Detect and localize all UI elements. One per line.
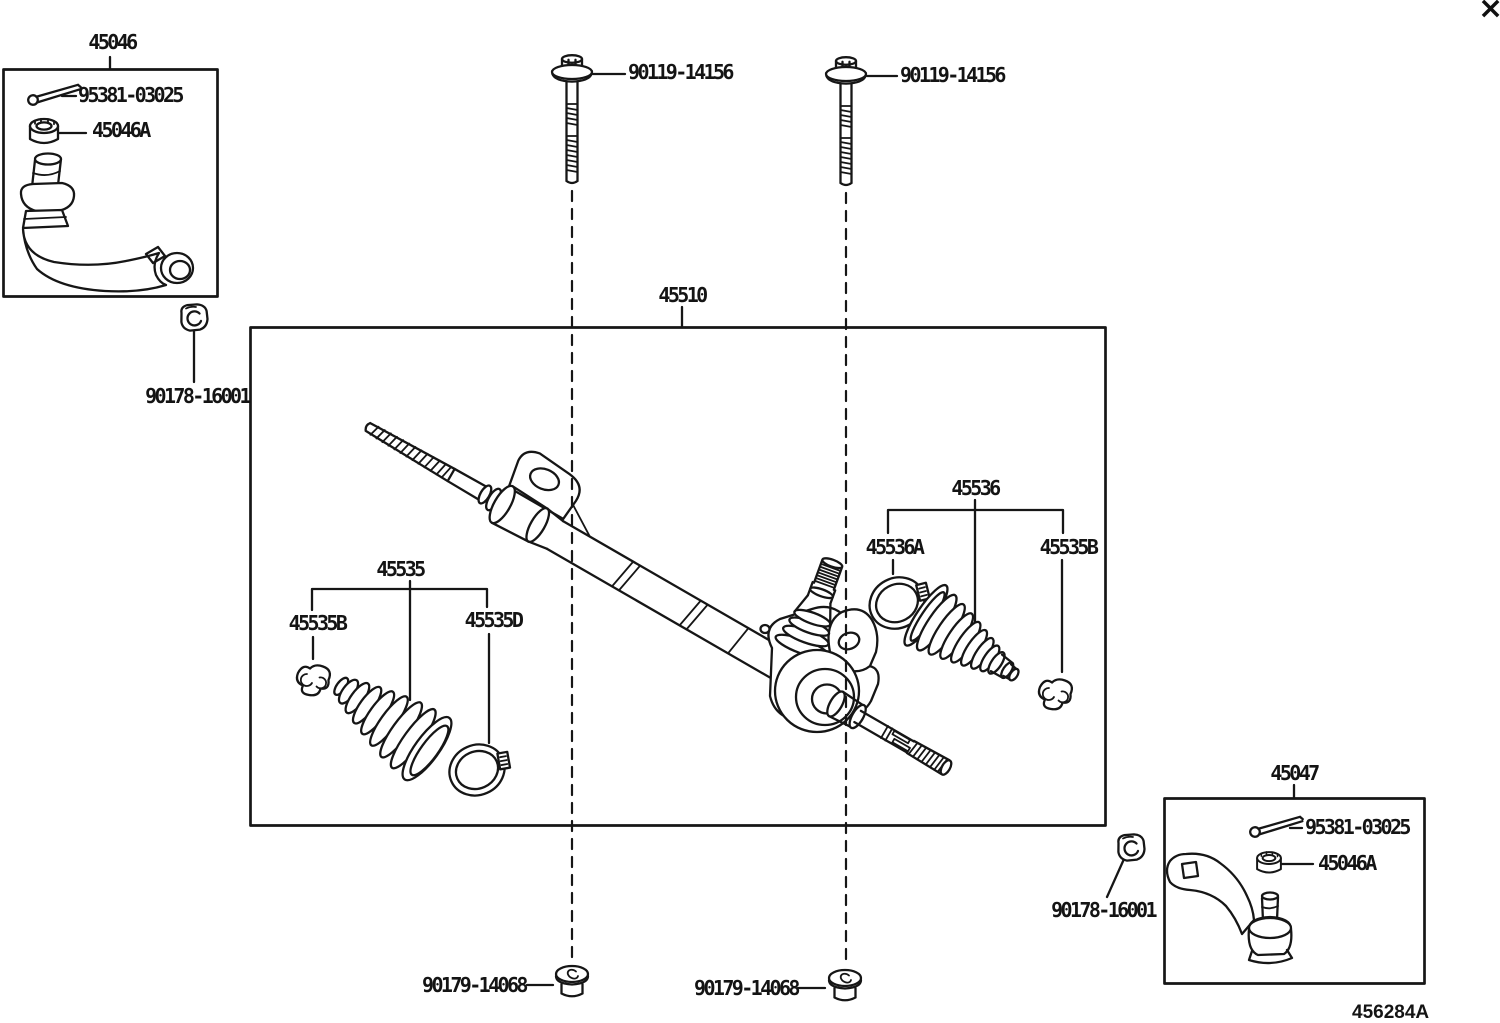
- bolt-centerlines: [570, 189, 848, 966]
- label-boot-clip-left: 45535D: [464, 608, 524, 632]
- rack-end-nut-left-drawing: [180, 303, 209, 332]
- label-boot-left: 45535: [376, 557, 426, 581]
- boot-clip-right-drawing: [1037, 678, 1074, 711]
- kit-boxes: [2, 68, 1426, 985]
- inner-tie-rod-drawing: [826, 690, 953, 776]
- label-kit-right: 45047: [1270, 761, 1320, 785]
- pinion-shaft-drawing: [774, 557, 844, 660]
- label-boot-clamp-right: 45536A: [865, 535, 925, 559]
- rack-end-nut-right-drawing: [1117, 833, 1146, 862]
- label-boot-clip-right: 45535B: [1039, 535, 1099, 559]
- label-castle-nut-left: 45046A: [92, 118, 151, 142]
- tie-rod-end-left-drawing: [19, 152, 195, 293]
- label-steering-gear: 45510: [658, 283, 708, 307]
- label-kit-left: 45046: [88, 30, 138, 54]
- castle-nut-left-drawing: [28, 117, 60, 145]
- steering-gear-box: [249, 326, 1107, 827]
- boot-clip-left-drawing: [440, 731, 521, 806]
- boot-left-drawing: [333, 676, 453, 782]
- flange-nut-right-drawing: [827, 968, 863, 1002]
- label-boot-right: 45536: [951, 476, 1001, 500]
- label-flange-nut-right: 90179-14068: [694, 976, 800, 1000]
- leader-lines: [56, 55, 1315, 990]
- boot-clamp-left-drawing: [295, 664, 332, 697]
- label-bolt-right: 90119-14156: [900, 63, 1006, 87]
- steering-rack-drawing: [364, 421, 953, 776]
- flange-nut-left-drawing: [554, 964, 590, 998]
- diagram-code: 456284A: [1352, 1002, 1430, 1023]
- castle-nut-right-drawing: [1256, 850, 1282, 874]
- mount-bolt-left-drawing: [550, 54, 594, 185]
- mount-bolt-right-drawing: [824, 56, 868, 187]
- label-boot-clamp-left: 45535B: [288, 611, 348, 635]
- label-cotter-pin-right: 95381-03025: [1305, 815, 1411, 839]
- label-castle-nut-right: 45046A: [1318, 851, 1377, 875]
- label-rack-nut-right: 90178-16001: [1051, 898, 1157, 922]
- label-rack-nut-left: 90178-16001: [145, 384, 251, 408]
- label-bolt-left: 90119-14156: [628, 60, 734, 84]
- label-flange-nut-left: 90179-14068: [422, 973, 528, 997]
- label-cotter-pin-left: 95381-03025: [78, 83, 184, 107]
- tie-rod-end-right-drawing: [1165, 852, 1294, 965]
- boot-right-drawing: [903, 583, 1020, 682]
- close-icon[interactable]: ×: [1478, 0, 1500, 26]
